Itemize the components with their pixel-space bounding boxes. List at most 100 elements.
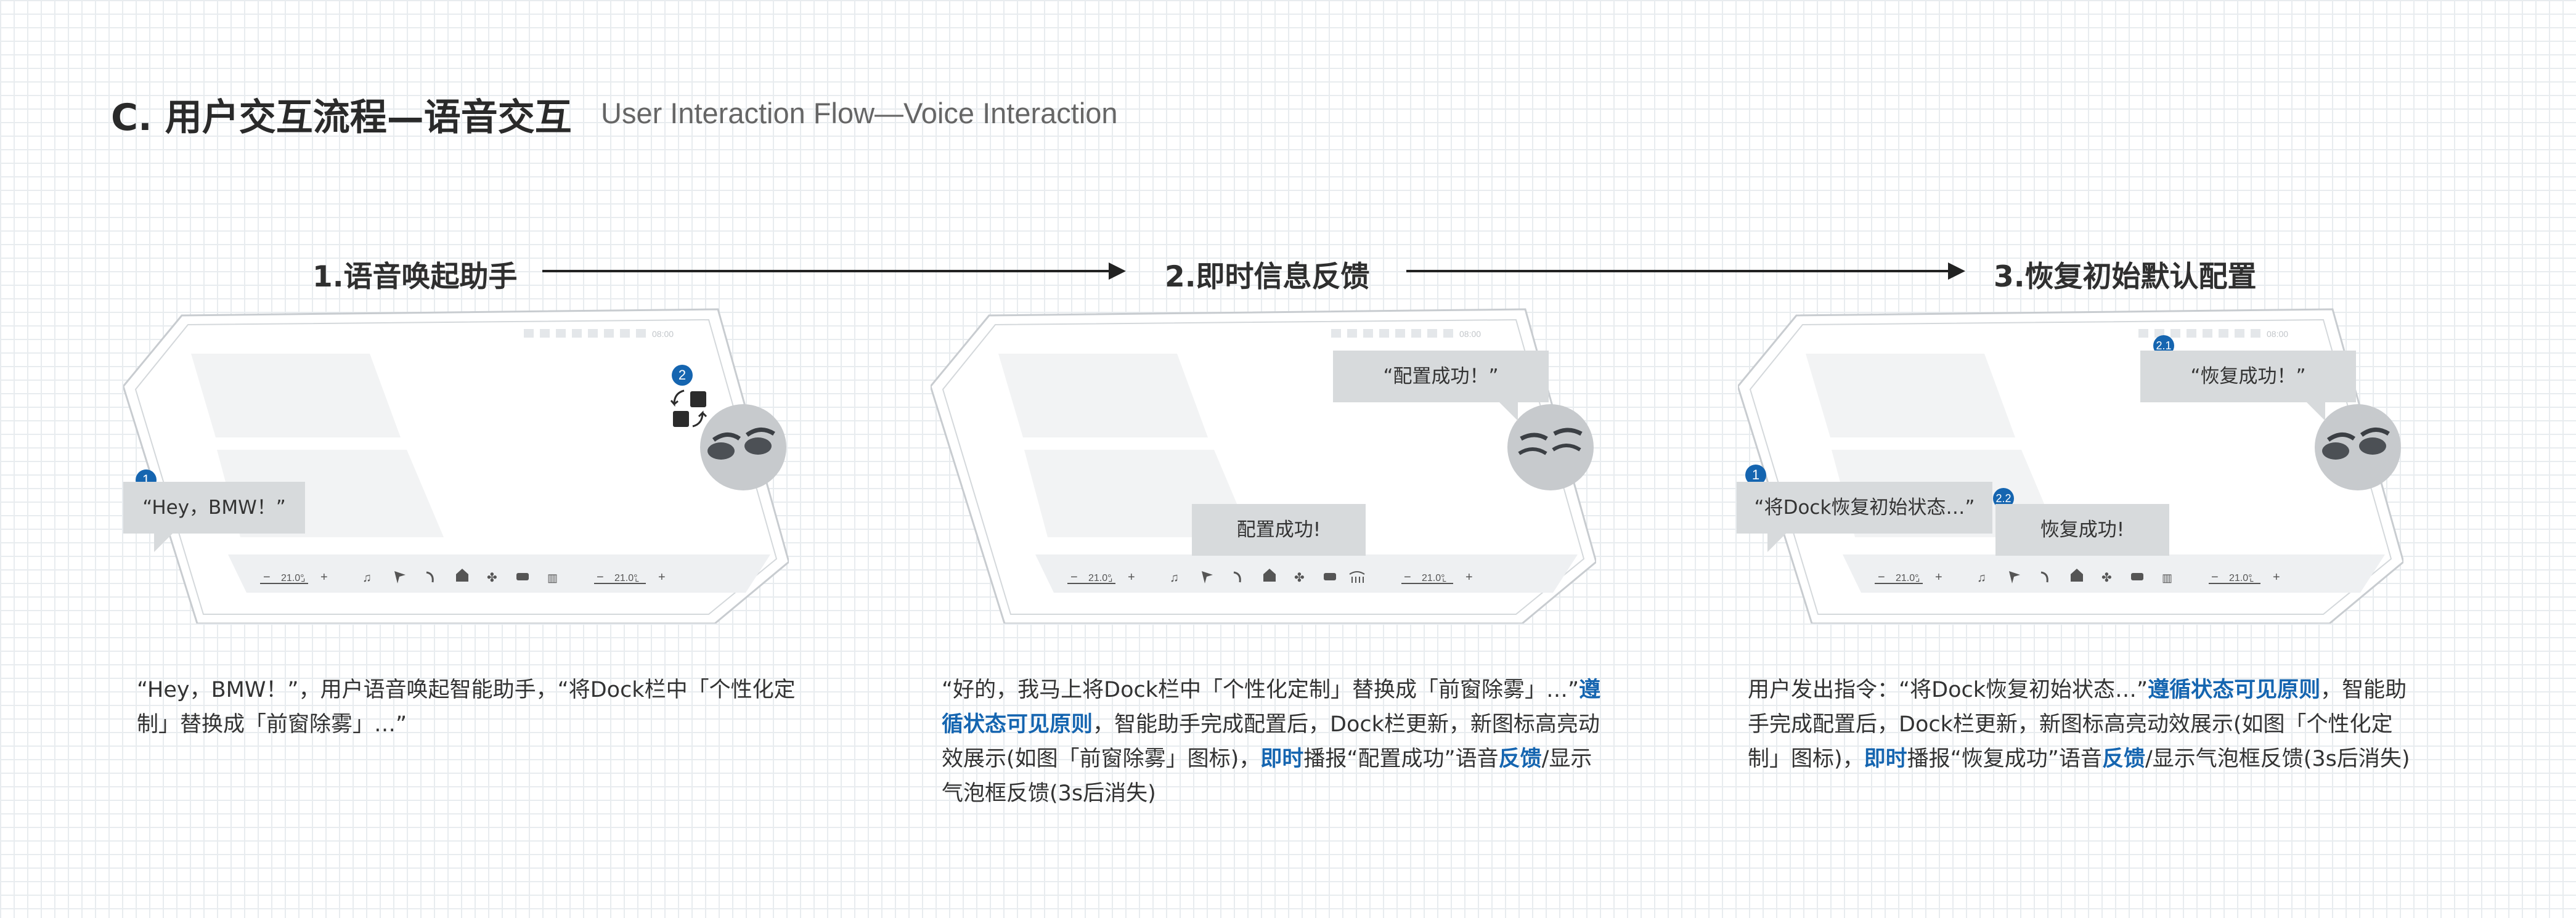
svg-text:✤: ✤ (487, 571, 497, 585)
svg-text:♫: ♫ (1977, 571, 1986, 585)
svg-text:−: − (1404, 571, 1411, 584)
dock-bar-background (228, 554, 770, 593)
panel-2-screen: 08:00 − 21.0° ⌟ + ♫ ✤ − 21.0° ⌞ + (931, 303, 1596, 624)
desc-highlight: 遵循状态可见原则 (2148, 678, 2321, 702)
dock-temp-left: 21.0° (1088, 573, 1112, 583)
svg-text:−: − (263, 571, 271, 584)
toast-text: 恢复成功! (2040, 519, 2125, 541)
dock-icons: − 21.0° ⌟ + ♫ ✤ ▥ − 21.0° ⌞ + (260, 569, 666, 585)
voice-bubble-user: “将Dock恢复初始状态…” (1737, 482, 1992, 552)
content-card-top (191, 354, 401, 437)
voice-bubble-text: “Hey，BMW！” (142, 497, 286, 519)
assistant-avatar-icon (1507, 404, 1594, 490)
panel-3-description: 用户发出指令：“将Dock恢复初始状态…”遵循状态可见原则，智能助手完成配置后，… (1748, 673, 2410, 776)
desc-highlight: 遵循状态可见原则 (942, 678, 1601, 737)
svg-text:♫: ♫ (1170, 571, 1179, 585)
svg-text:⌟: ⌟ (1108, 573, 1113, 583)
svg-text:−: − (2211, 571, 2219, 584)
status-bar-icons (2138, 329, 2260, 338)
toast-bubble: 配置成功! (1192, 504, 1366, 556)
dock-icons: − 21.0° ⌟ + ♫ ✤ ▥ − 21.0° ⌞ + (1875, 569, 2280, 585)
page-title: C. 用户交互流程—语音交互 (111, 96, 572, 139)
assistant-avatar-icon (2315, 404, 2401, 490)
defrost-icon (1349, 571, 1365, 583)
dock-bar-background (1035, 554, 1578, 593)
desc-text: /显示气泡框反馈(3s后消失) (2145, 747, 2410, 771)
desc-text: ，智能助手完成配置后，Dock栏更新，新图标高亮动效展示(如图「个性化定制」图标… (1748, 678, 2407, 771)
svg-text:+: + (320, 571, 328, 584)
svg-text:⌞: ⌞ (1442, 573, 1447, 583)
desc-text: “Hey，BMW！”，用户语音唤起智能助手，“将Dock栏中「个性化定制」替换成… (137, 678, 796, 737)
desc-highlight: 即时 (1260, 747, 1304, 771)
swap-icon (670, 389, 707, 428)
toast-text: 配置成功! (1236, 519, 1321, 541)
desc-text: 播报“恢复成功”语音 (1907, 747, 2102, 771)
panel-1-description: “Hey，BMW！”，用户语音唤起智能助手，“将Dock栏中「个性化定制」替换成… (137, 673, 799, 742)
voice-bubble-text: “恢复成功！” (2190, 365, 2306, 388)
step-2-label: 2.即时信息反馈 (1165, 260, 1370, 294)
voice-bubble-assistant: “配置成功！” (1333, 351, 1549, 421)
svg-text:⌟: ⌟ (301, 573, 306, 583)
arrow-head (1948, 262, 1965, 280)
svg-text:−: − (597, 571, 604, 584)
dock-temp-right: 21.0° (2229, 573, 2252, 583)
status-time: 08:00 (652, 329, 674, 339)
voice-bubble-user: “Hey，BMW！” (123, 482, 305, 552)
svg-text:⌞: ⌞ (635, 573, 640, 583)
status-bar-icons (524, 329, 646, 338)
svg-text:+: + (658, 571, 666, 584)
toast-bubble: 恢复成功! (1995, 504, 2169, 556)
status-time: 08:00 (2267, 329, 2288, 339)
content-card-top (998, 354, 1208, 437)
desc-text: ，智能助手完成配置后，Dock栏更新，新图标高亮动效展示(如图「前窗除雾」图标)… (942, 712, 1600, 771)
desc-highlight: 反馈 (1498, 747, 1542, 771)
voice-bubble-text: “配置成功！” (1383, 365, 1499, 388)
bubble-tail (154, 534, 173, 552)
desc-text: 用户发出指令：“将Dock恢复初始状态…” (1748, 678, 2148, 702)
panel-1-screen: 08:00 − 21.0° ⌟ + ♫ ✤ ▥ − 21.0° ⌞ + (123, 303, 789, 624)
step-1-label: 1.语音唤起助手 (312, 260, 518, 294)
status-bar-icons (1331, 329, 1453, 338)
dock-temp-left: 21.0° (281, 573, 304, 583)
content-card-top (1806, 354, 2015, 437)
flow-arrow-2 (1406, 262, 1965, 280)
desc-highlight: 反馈 (2101, 747, 2145, 771)
svg-text:⌞: ⌞ (2249, 573, 2254, 583)
dock-bar-background (1843, 554, 2385, 593)
panel-2-description: “好的，我马上将Dock栏中「个性化定制」替换成「前窗除雾」…”遵循状态可见原则… (942, 673, 1604, 811)
assistant-avatar-icon (700, 404, 786, 490)
svg-text:♫: ♫ (362, 571, 372, 585)
voice-bubble-assistant: “恢复成功！” (2140, 351, 2356, 421)
svg-text:+: + (1128, 571, 1135, 584)
car-display-frame-1: 08:00 − 21.0° ⌟ + ♫ ✤ ▥ − 21.0° ⌞ + (123, 308, 789, 624)
step-marker-2: 2 (672, 365, 693, 386)
flow-arrow-1 (542, 262, 1126, 280)
panel-3-screen: 08:00 − 21.0° ⌟ + ♫ ✤ ▥ − 21.0° ⌞ + (1737, 303, 2403, 624)
desc-highlight: 即时 (1864, 747, 1907, 771)
svg-text:−: − (1878, 571, 1885, 584)
status-time: 08:00 (1459, 329, 1481, 339)
svg-text:▥: ▥ (547, 572, 558, 584)
desc-text: 播报“配置成功”语音 (1303, 747, 1499, 771)
bubble-tail (1499, 402, 1518, 421)
voice-bubble-text: “将Dock恢复初始状态…” (1754, 497, 1975, 519)
bubble-tail (2307, 402, 2325, 421)
svg-text:✤: ✤ (2101, 571, 2112, 585)
page-subtitle: User Interaction Flow—Voice Interaction (601, 97, 1118, 129)
svg-text:▥: ▥ (2162, 572, 2172, 584)
desc-text: “好的，我马上将Dock栏中「个性化定制」替换成「前窗除雾」…” (942, 678, 1579, 702)
dock-temp-right: 21.0° (1422, 573, 1445, 583)
svg-text:⌟: ⌟ (1915, 573, 1920, 583)
dock-icons: − 21.0° ⌟ + ♫ ✤ − 21.0° ⌞ + (1067, 569, 1473, 585)
desc-text: /显示气泡框反馈(3s后消失) (942, 747, 1592, 806)
svg-text:✤: ✤ (1294, 571, 1305, 585)
svg-text:+: + (1465, 571, 1473, 584)
bubble-tail (1767, 534, 1786, 552)
svg-text:+: + (1935, 571, 1942, 584)
dock-temp-right: 21.0° (614, 573, 638, 583)
svg-text:−: − (1070, 571, 1078, 584)
step-3-label: 3.恢复初始默认配置 (1994, 260, 2257, 294)
dock-temp-left: 21.0° (1896, 573, 1919, 583)
svg-text:+: + (2273, 571, 2280, 584)
arrow-head (1109, 262, 1126, 280)
